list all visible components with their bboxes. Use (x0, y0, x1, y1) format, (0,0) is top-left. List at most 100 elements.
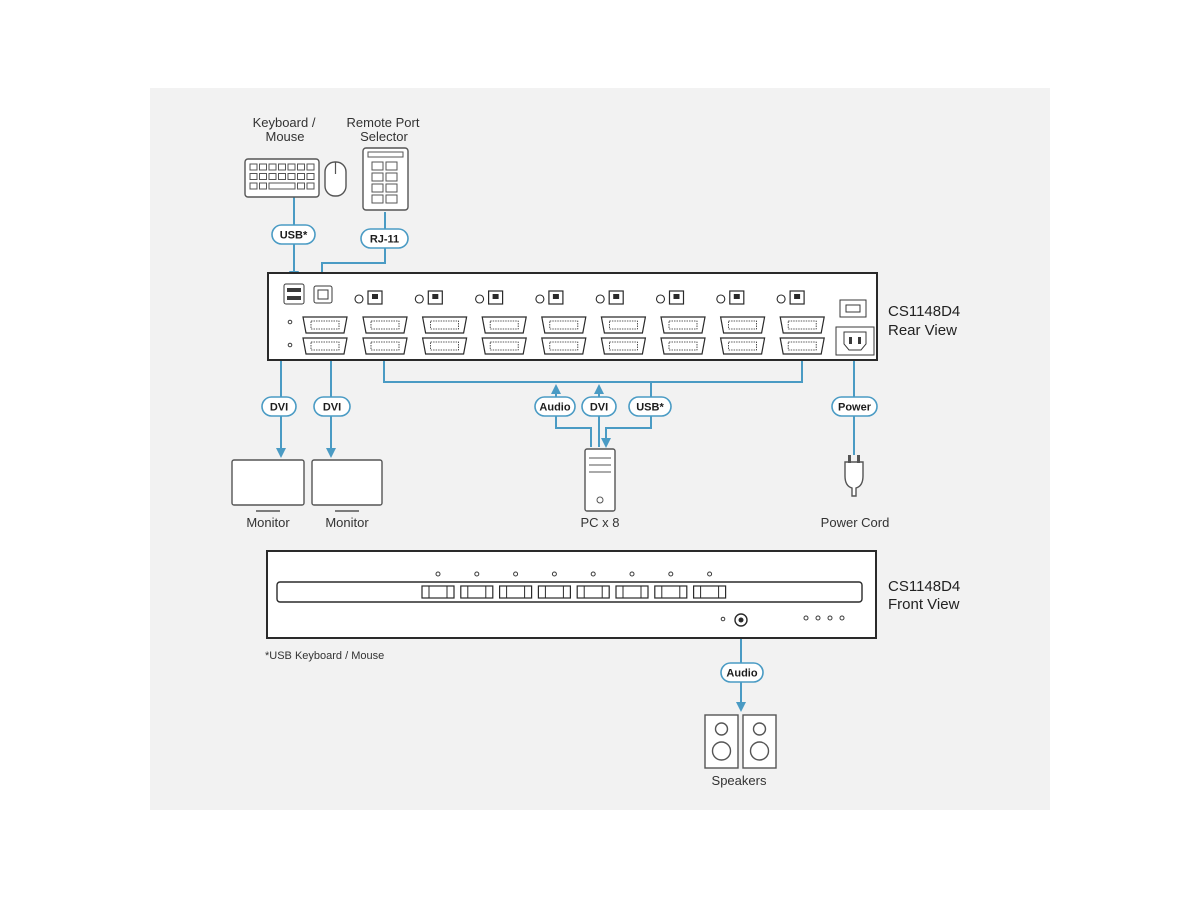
remote-selector-key (371, 161, 384, 171)
audio-port (475, 294, 485, 304)
pc-tower-icon (584, 448, 616, 512)
dvi-monitor-2-arrow (326, 448, 336, 458)
front-port-button (499, 585, 533, 599)
dvi-port (302, 316, 348, 334)
dvi-port (719, 337, 766, 355)
remote-port-label-line2: Selector (360, 129, 408, 144)
dvi-port (362, 337, 408, 355)
dvi-port-pins (430, 341, 460, 351)
dvi-port (302, 337, 348, 355)
remote-selector-keys (371, 161, 398, 204)
rear-view-label: Rear View (888, 322, 957, 339)
dvi-port-pins (728, 341, 757, 351)
speakers-label: Speakers (712, 773, 767, 788)
audio-port (595, 294, 605, 304)
power-pill: Power (831, 396, 878, 417)
front-port-led (435, 571, 441, 577)
audio-pill-front-label: Audio (726, 668, 757, 680)
keyboard-key (306, 182, 315, 190)
keyboard-mouse-label-line1: Keyboard / (253, 115, 316, 130)
keyboard-keys (249, 163, 315, 190)
usb-b-port-inner (372, 294, 378, 299)
dvi-pill-monitor-1: DVI (261, 396, 297, 417)
keyboard-key (259, 173, 267, 180)
usb-pill-pc-label: USB* (636, 402, 664, 414)
usb-pill-label: USB* (280, 230, 308, 242)
dvi-port-pins (787, 341, 817, 351)
remote-selector-key (385, 172, 398, 182)
monitor-1-label: Monitor (246, 515, 290, 530)
keyboard-spacebar (268, 182, 296, 190)
usb-pill: USB* (271, 224, 316, 245)
console-screw (287, 319, 293, 325)
dvi-port (779, 337, 825, 355)
speaker-icon (742, 714, 777, 769)
front-view-label: Front View (888, 596, 960, 613)
usb-b-port-inner (673, 294, 680, 299)
front-view-model: CS1148D4 (888, 578, 960, 595)
usb-b-port-inner (492, 294, 499, 299)
dvi-port (541, 337, 587, 355)
console-usb-port (283, 283, 305, 305)
footnote: *USB Keyboard / Mouse (265, 650, 384, 662)
dvi-port-pins (310, 320, 340, 330)
dvi-port (600, 337, 647, 355)
pc-label: PC x 8 (580, 515, 619, 530)
dvi-pill-pc-label: DVI (590, 402, 608, 414)
keyboard-key (287, 173, 296, 180)
speaker-icon (704, 714, 739, 769)
remote-selector-key (385, 183, 398, 193)
usb-b-port-inner (552, 294, 559, 299)
audio-port (535, 294, 545, 304)
front-panel (266, 550, 877, 639)
keyboard-key (306, 163, 315, 171)
keyboard-key (259, 182, 267, 190)
audio-pill-front: Audio (720, 662, 764, 683)
dvi-pill-2-label: DVI (323, 402, 341, 414)
keyboard-mouse-label-line2: Mouse (265, 129, 304, 144)
dvi-port (719, 316, 766, 334)
power-cord-label: Power Cord (821, 515, 890, 530)
dvi-port (779, 316, 825, 334)
front-port-button (692, 585, 727, 599)
keyboard-key (268, 163, 277, 171)
monitor-icon (311, 459, 383, 512)
audio-port (716, 294, 726, 304)
usb-b-port-inner (613, 294, 620, 299)
front-audio-arrow (736, 702, 746, 712)
usb-b-port-inner (794, 294, 801, 299)
front-status-led (815, 615, 821, 621)
remote-selector-key (385, 161, 398, 171)
dvi-monitor-1-arrow (276, 448, 286, 458)
keyboard-key (249, 182, 258, 190)
front-port-buttons (421, 571, 727, 599)
front-port-led (668, 571, 674, 577)
console-screw (287, 342, 293, 348)
front-port-led (629, 571, 635, 577)
rj11-pill-label: RJ-11 (370, 234, 399, 246)
remote-selector-icon (362, 147, 409, 211)
dvi-port (660, 316, 706, 334)
front-port-led (551, 571, 557, 577)
audio-pill-pc: Audio (534, 396, 576, 417)
dvi-port (362, 316, 408, 334)
dvi-port-pins (310, 341, 340, 351)
usb-b-port-inner (733, 294, 740, 299)
dvi-port-pins (489, 341, 519, 351)
dvi-port-pins (549, 320, 579, 330)
audio-port (354, 294, 364, 304)
dvi-port (421, 316, 468, 334)
rear-panel (267, 272, 878, 361)
dvi-port-pins (489, 320, 519, 330)
power-plug-icon (844, 455, 864, 497)
dvi-port-pins (430, 320, 460, 330)
keyboard-key (259, 163, 267, 171)
front-port-button (615, 585, 649, 599)
front-port-led (474, 571, 480, 577)
keyboard-key (297, 173, 305, 180)
audio-port (655, 294, 666, 304)
remote-port-label-line1: Remote Port (347, 115, 420, 130)
pc-audio-arrow-up (551, 384, 561, 394)
keyboard-icon (244, 158, 320, 198)
